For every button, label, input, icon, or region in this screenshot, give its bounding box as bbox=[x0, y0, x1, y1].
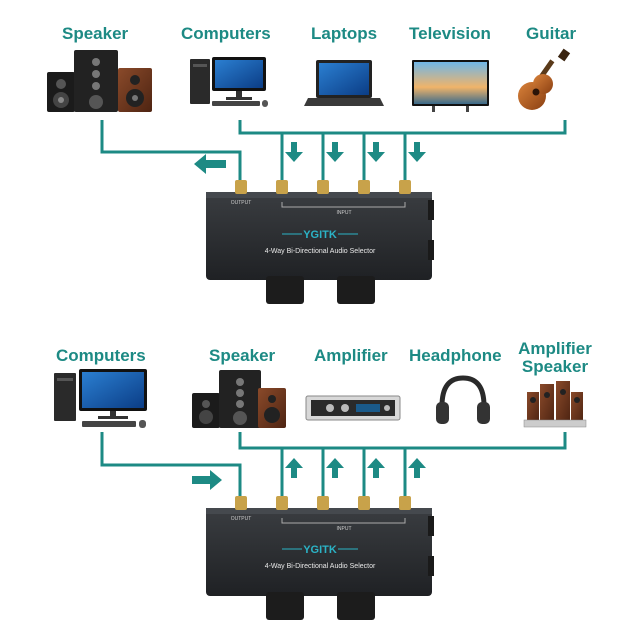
amplifier-speaker-image bbox=[523, 381, 587, 428]
label-laptops: Laptops bbox=[311, 24, 378, 43]
connection-lines-bottom bbox=[100, 432, 567, 500]
input-port-label-bottom: INPUT bbox=[337, 526, 352, 532]
up-arrows-bottom bbox=[285, 458, 426, 478]
label-amplifier: Amplifier bbox=[314, 346, 388, 365]
brand-logo-top: YGITK bbox=[303, 229, 337, 241]
label-speaker-top: Speaker bbox=[62, 24, 129, 43]
label-amplifier-speaker: Amplifier Speaker bbox=[518, 339, 592, 376]
computer-image-bottom bbox=[54, 369, 147, 428]
down-arrows-top bbox=[285, 142, 426, 162]
computer-image-top bbox=[190, 57, 268, 107]
box-subtitle-bottom: 4-Way Bi-Directional Audio Selector bbox=[265, 563, 376, 570]
speaker-system-image-bottom bbox=[192, 370, 286, 428]
right-arrow-bottom bbox=[192, 470, 222, 490]
input-port-label-top: INPUT bbox=[337, 210, 352, 216]
selector-box-bottom bbox=[206, 496, 434, 620]
output-port-label-bottom: OUTPUT bbox=[231, 516, 252, 522]
connection-lines-top bbox=[100, 120, 567, 182]
headphone-image bbox=[436, 375, 490, 424]
laptop-image bbox=[304, 60, 384, 106]
label-speaker-bottom: Speaker bbox=[209, 346, 276, 365]
output-port-label-top: OUTPUT bbox=[231, 200, 252, 206]
label-computers-bottom: Computers bbox=[56, 346, 146, 365]
guitar-image bbox=[518, 48, 571, 110]
label-headphone: Headphone bbox=[409, 346, 502, 365]
label-television: Television bbox=[409, 24, 491, 43]
box-subtitle-top: 4-Way Bi-Directional Audio Selector bbox=[265, 248, 376, 255]
speaker-system-image-top bbox=[47, 50, 152, 112]
left-arrow-top bbox=[194, 154, 226, 174]
brand-logo-bottom: YGITK bbox=[303, 544, 337, 556]
selector-box-top bbox=[206, 180, 434, 304]
amplifier-image bbox=[305, 395, 401, 421]
label-computers-top: Computers bbox=[181, 24, 271, 43]
label-guitar: Guitar bbox=[526, 24, 577, 43]
television-image bbox=[412, 60, 489, 112]
